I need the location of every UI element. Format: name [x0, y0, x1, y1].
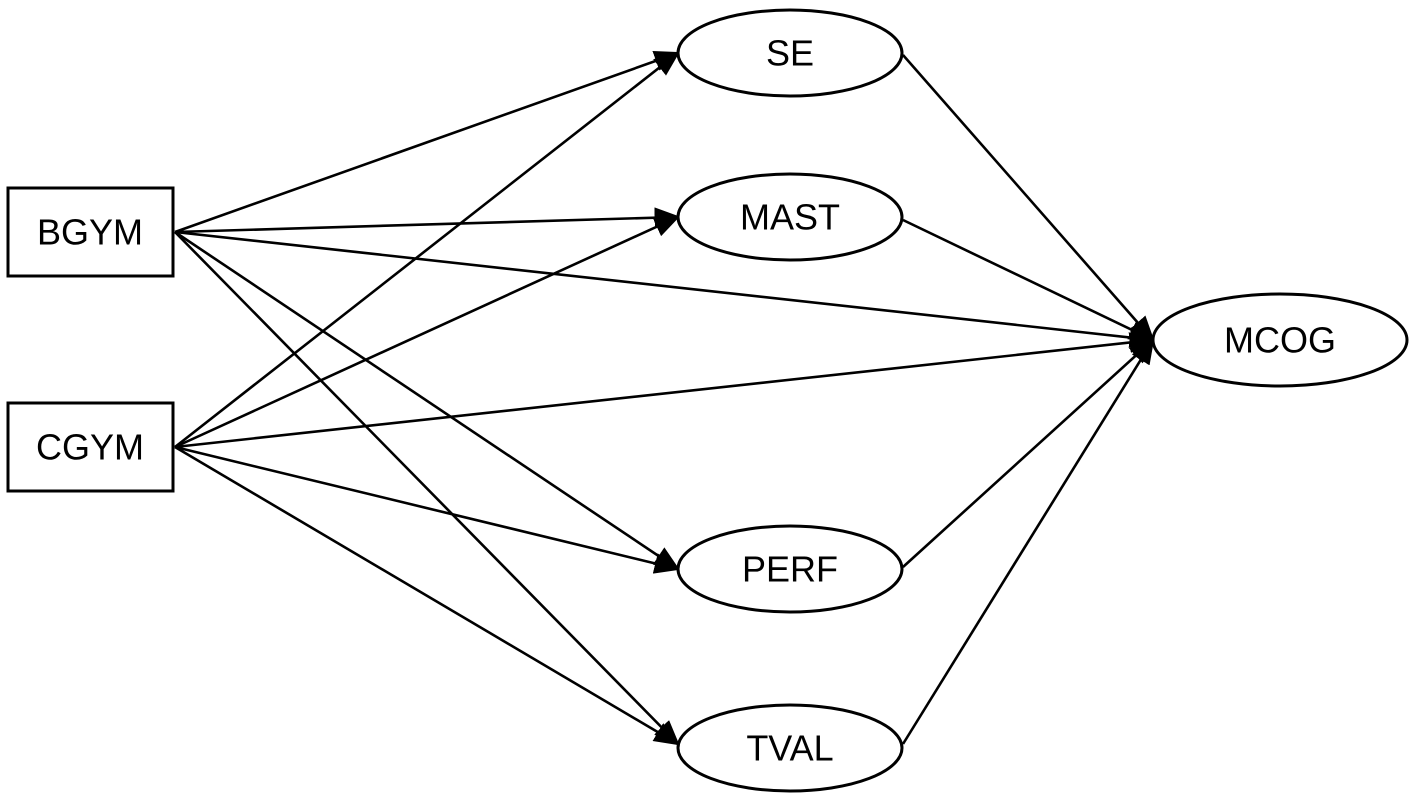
edge-bgym-to-perf [174, 230, 681, 571]
edge-bgym-to-mast [174, 207, 681, 234]
edge-cgym-to-se [174, 51, 681, 449]
node-bgym-label: BGYM [37, 212, 143, 253]
node-cgym: CGYM [6, 401, 175, 493]
node-tval: TVAL [676, 703, 904, 793]
node-tval-label: TVAL [746, 728, 833, 769]
edge-mast-to-mcog [902, 218, 1156, 342]
edge-se-to-mcog [902, 54, 1155, 342]
node-perf-label: PERF [742, 549, 838, 590]
edge-bgym-to-se [174, 51, 681, 234]
edge-bgym-to-tval [174, 231, 680, 746]
node-se: SE [676, 8, 904, 98]
edge-bgym-to-mcog [174, 230, 1156, 348]
edge-cgym-to-tval [174, 445, 681, 746]
edge-perf-to-mcog [902, 338, 1155, 568]
node-cgym-label: CGYM [36, 427, 144, 468]
edge-cgym-to-mcog [174, 332, 1156, 449]
node-mcog-label: MCOG [1224, 320, 1336, 361]
node-mcog: MCOG [1151, 292, 1409, 388]
node-perf: PERF [676, 524, 904, 614]
node-se-label: SE [766, 33, 814, 74]
node-mast: MAST [676, 172, 904, 262]
node-bgym: BGYM [6, 186, 175, 278]
edge-cgym-to-perf [174, 445, 681, 574]
node-mast-label: MAST [740, 197, 840, 238]
edge-tval-to-mcog [901, 337, 1155, 745]
edge-cgym-to-mast [174, 215, 681, 449]
edges [174, 51, 1156, 746]
